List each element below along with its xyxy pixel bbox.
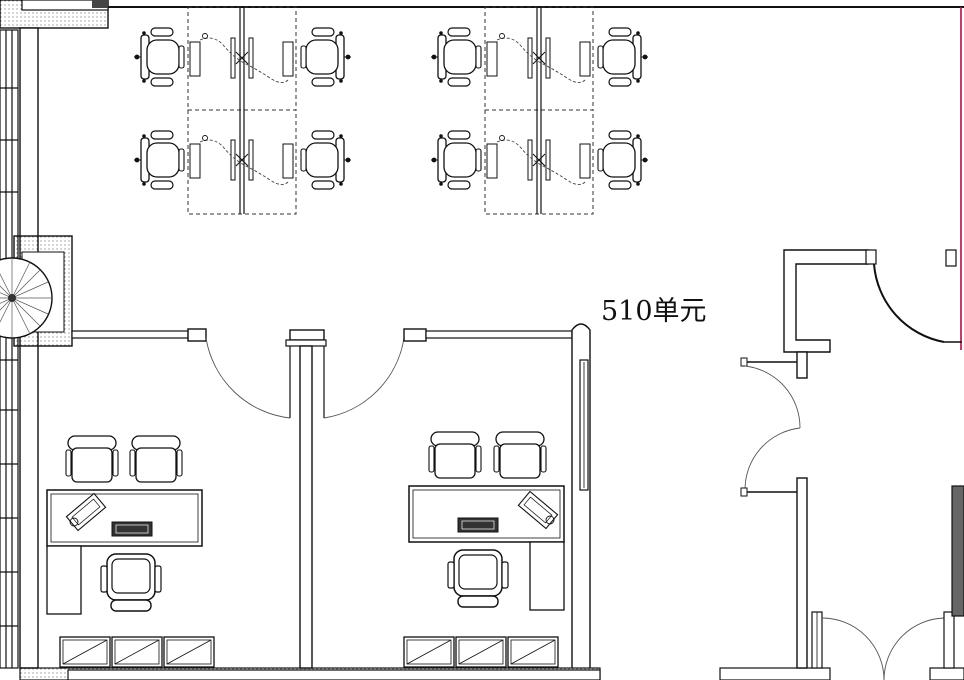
office-partitions — [71, 323, 591, 669]
office-right-furniture — [403, 431, 565, 668]
corridor-doors — [740, 249, 964, 680]
cabinet-icon — [59, 636, 215, 668]
office-left-furniture — [46, 435, 215, 668]
column-icon — [0, 235, 73, 347]
unit-label: 510单元 — [601, 296, 707, 327]
